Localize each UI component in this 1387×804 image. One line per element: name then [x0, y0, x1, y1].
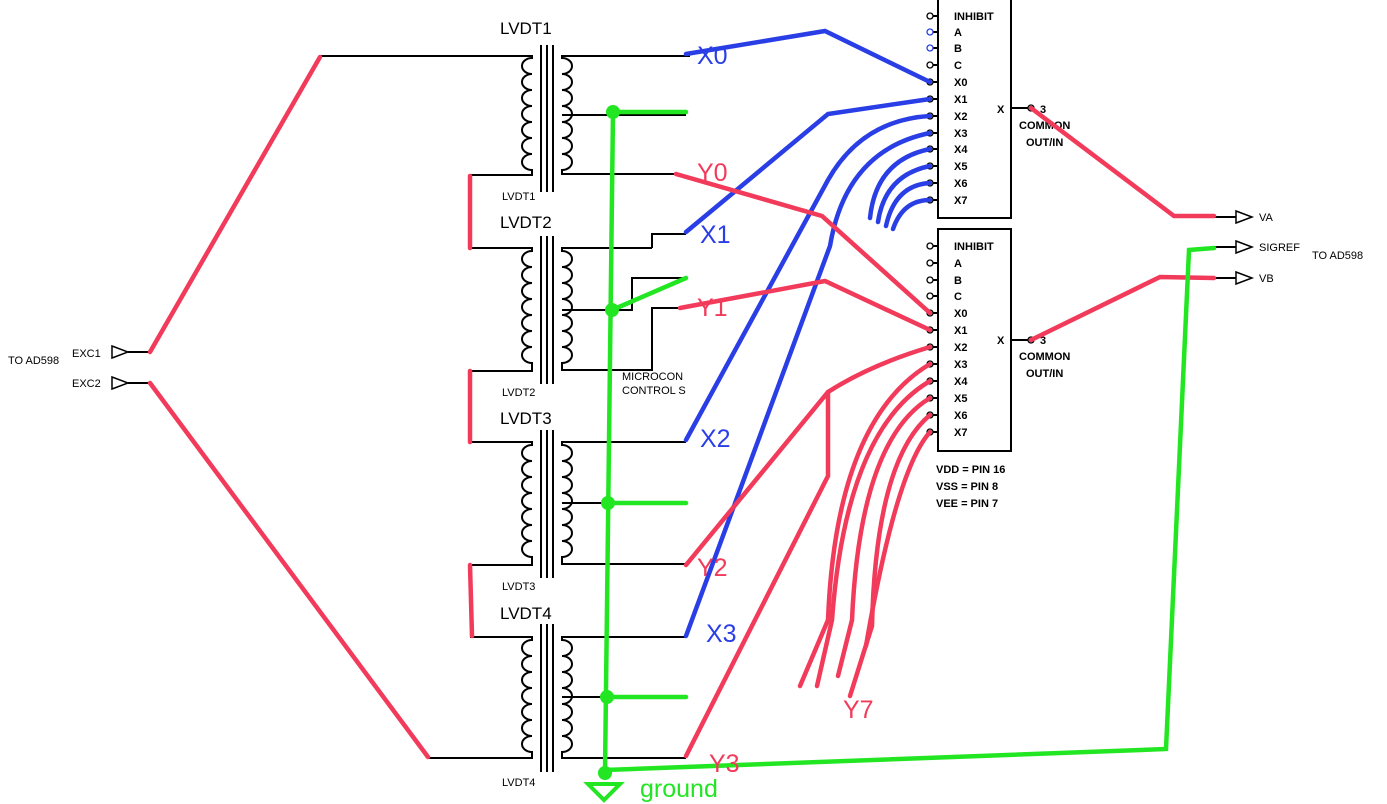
label-x2: X2 — [700, 425, 731, 453]
y-signal-wires — [673, 171, 933, 759]
mux2-pin-x5: X5 — [954, 393, 967, 405]
vb-label: VB — [1259, 273, 1274, 285]
mux2-pin-x1: X1 — [954, 325, 967, 337]
va-arrow-icon — [1235, 209, 1255, 225]
lvdt1-title: LVDT1 — [500, 19, 552, 38]
mux1-pin-b: B — [954, 43, 962, 55]
exc2-label: EXC2 — [72, 378, 101, 390]
mux2-common-label: COMMON — [1019, 351, 1070, 363]
exc1-arrow-icon — [111, 344, 131, 360]
label-y0: Y0 — [697, 159, 728, 187]
mux1-pin-inhibit: INHIBIT — [954, 11, 994, 23]
output-wires — [1028, 105, 1217, 343]
mux2-pin-x2: X2 — [954, 342, 967, 354]
right-connector: VA SIGREF TO AD598 VB — [1214, 209, 1363, 286]
microcontroller-label-line1: MICROCON — [622, 371, 683, 383]
vdd-note: VDD = PIN 16 — [936, 464, 1005, 476]
lvdt1-sublabel: LVDT1 — [502, 191, 535, 203]
supply-notes: VDD = PIN 16 VSS = PIN 8 VEE = PIN 7 — [936, 464, 1005, 510]
mux2-outin-label: OUT/IN — [1026, 368, 1063, 380]
ground-junction-1 — [606, 105, 620, 119]
vb-arrow-icon — [1235, 270, 1255, 286]
mux2-pin-c: C — [954, 291, 962, 303]
x-signal-wires — [683, 28, 933, 639]
sigref-label: SIGREF — [1259, 242, 1300, 254]
mux1-pin-x2: X2 — [954, 111, 967, 123]
lvdt2-transformer: LVDT2 LVDT2 MICROCON CONTROL S — [470, 213, 686, 399]
microcontroller-label-line2: CONTROL S — [622, 385, 686, 397]
ground-junction-5 — [598, 766, 612, 780]
ground-label: ground — [640, 775, 718, 803]
mux2-pin-inhibit: INHIBIT — [954, 241, 994, 253]
lvdt3-title: LVDT3 — [500, 409, 552, 428]
mux1-outin-label: OUT/IN — [1026, 137, 1063, 149]
signal-labels: X0 X1 X2 X3 Y0 Y1 Y2 Y3 Y7 ground — [640, 42, 874, 803]
lvdt3-sublabel: LVDT3 — [502, 581, 535, 593]
mux2-pin-x0: X0 — [954, 308, 967, 320]
lvdt3-transformer: LVDT3 LVDT3 — [470, 409, 686, 593]
mux2-output-number: 3 — [1040, 335, 1046, 347]
mux1-pin-x4: X4 — [954, 144, 968, 156]
mux1-pin-x1: X1 — [954, 94, 967, 106]
mux2-pin-x4: X4 — [954, 376, 968, 388]
left-connector: TO AD598 EXC1 EXC2 — [8, 344, 150, 391]
vee-note: VEE = PIN 7 — [936, 498, 998, 510]
mux1-pin-x0: X0 — [954, 77, 967, 89]
lvdt2-sublabel: LVDT2 — [502, 387, 535, 399]
mux2-pin-x3: X3 — [954, 359, 967, 371]
label-x3: X3 — [706, 620, 737, 648]
mux1-pin-x5: X5 — [954, 161, 967, 173]
va-label: VA — [1259, 212, 1274, 224]
label-y2: Y2 — [697, 554, 728, 582]
lvdt1-transformer: LVDT1 LVDT1 — [320, 19, 690, 203]
label-y1: Y1 — [697, 294, 728, 322]
mux2-output-x: X — [997, 335, 1005, 347]
mux1-pin-x7: X7 — [954, 195, 967, 207]
label-y7: Y7 — [843, 696, 874, 724]
exc2-arrow-icon — [111, 375, 131, 391]
left-to-ad598-label: TO AD598 — [8, 355, 59, 367]
mux-1: INHIBIT A B C X0 X1 X2 X3 X4 X5 X6 X7 X … — [926, 0, 1070, 219]
mux2-pin-b: B — [954, 275, 962, 287]
mux1-output-number: 3 — [1040, 104, 1046, 116]
ground-wires — [583, 105, 1217, 803]
ground-symbol-icon — [583, 782, 625, 803]
lvdt4-sublabel: LVDT4 — [502, 777, 535, 789]
ground-junction-2 — [605, 303, 619, 317]
mux1-pin-x6: X6 — [954, 178, 967, 190]
mux1-pin-x3: X3 — [954, 128, 967, 140]
lvdt2-title: LVDT2 — [500, 213, 552, 232]
mux2-pin-x7: X7 — [954, 427, 967, 439]
ground-junction-3 — [601, 496, 615, 510]
ground-junction-4 — [600, 690, 614, 704]
mux2-pin-x6: X6 — [954, 410, 967, 422]
label-y3: Y3 — [709, 750, 740, 778]
lvdt4-title: LVDT4 — [500, 604, 552, 623]
mux1-pin-c: C — [954, 60, 962, 72]
mux1-pins — [926, 12, 938, 204]
vss-note: VSS = PIN 8 — [936, 481, 998, 493]
right-to-ad598-label: TO AD598 — [1312, 250, 1363, 262]
sigref-arrow-icon — [1235, 239, 1255, 255]
exc1-label: EXC1 — [72, 348, 101, 360]
mux2-pin-a: A — [954, 258, 962, 270]
mux1-output-x: X — [997, 104, 1005, 116]
label-x0: X0 — [697, 42, 728, 70]
label-x1: X1 — [700, 221, 731, 249]
mux-2: INHIBIT A B C X0 X1 X2 X3 X4 X5 X6 X7 X … — [926, 228, 1070, 452]
mux1-pin-a: A — [954, 27, 962, 39]
excitation-wires — [147, 54, 475, 760]
mux2-pins — [926, 242, 938, 436]
